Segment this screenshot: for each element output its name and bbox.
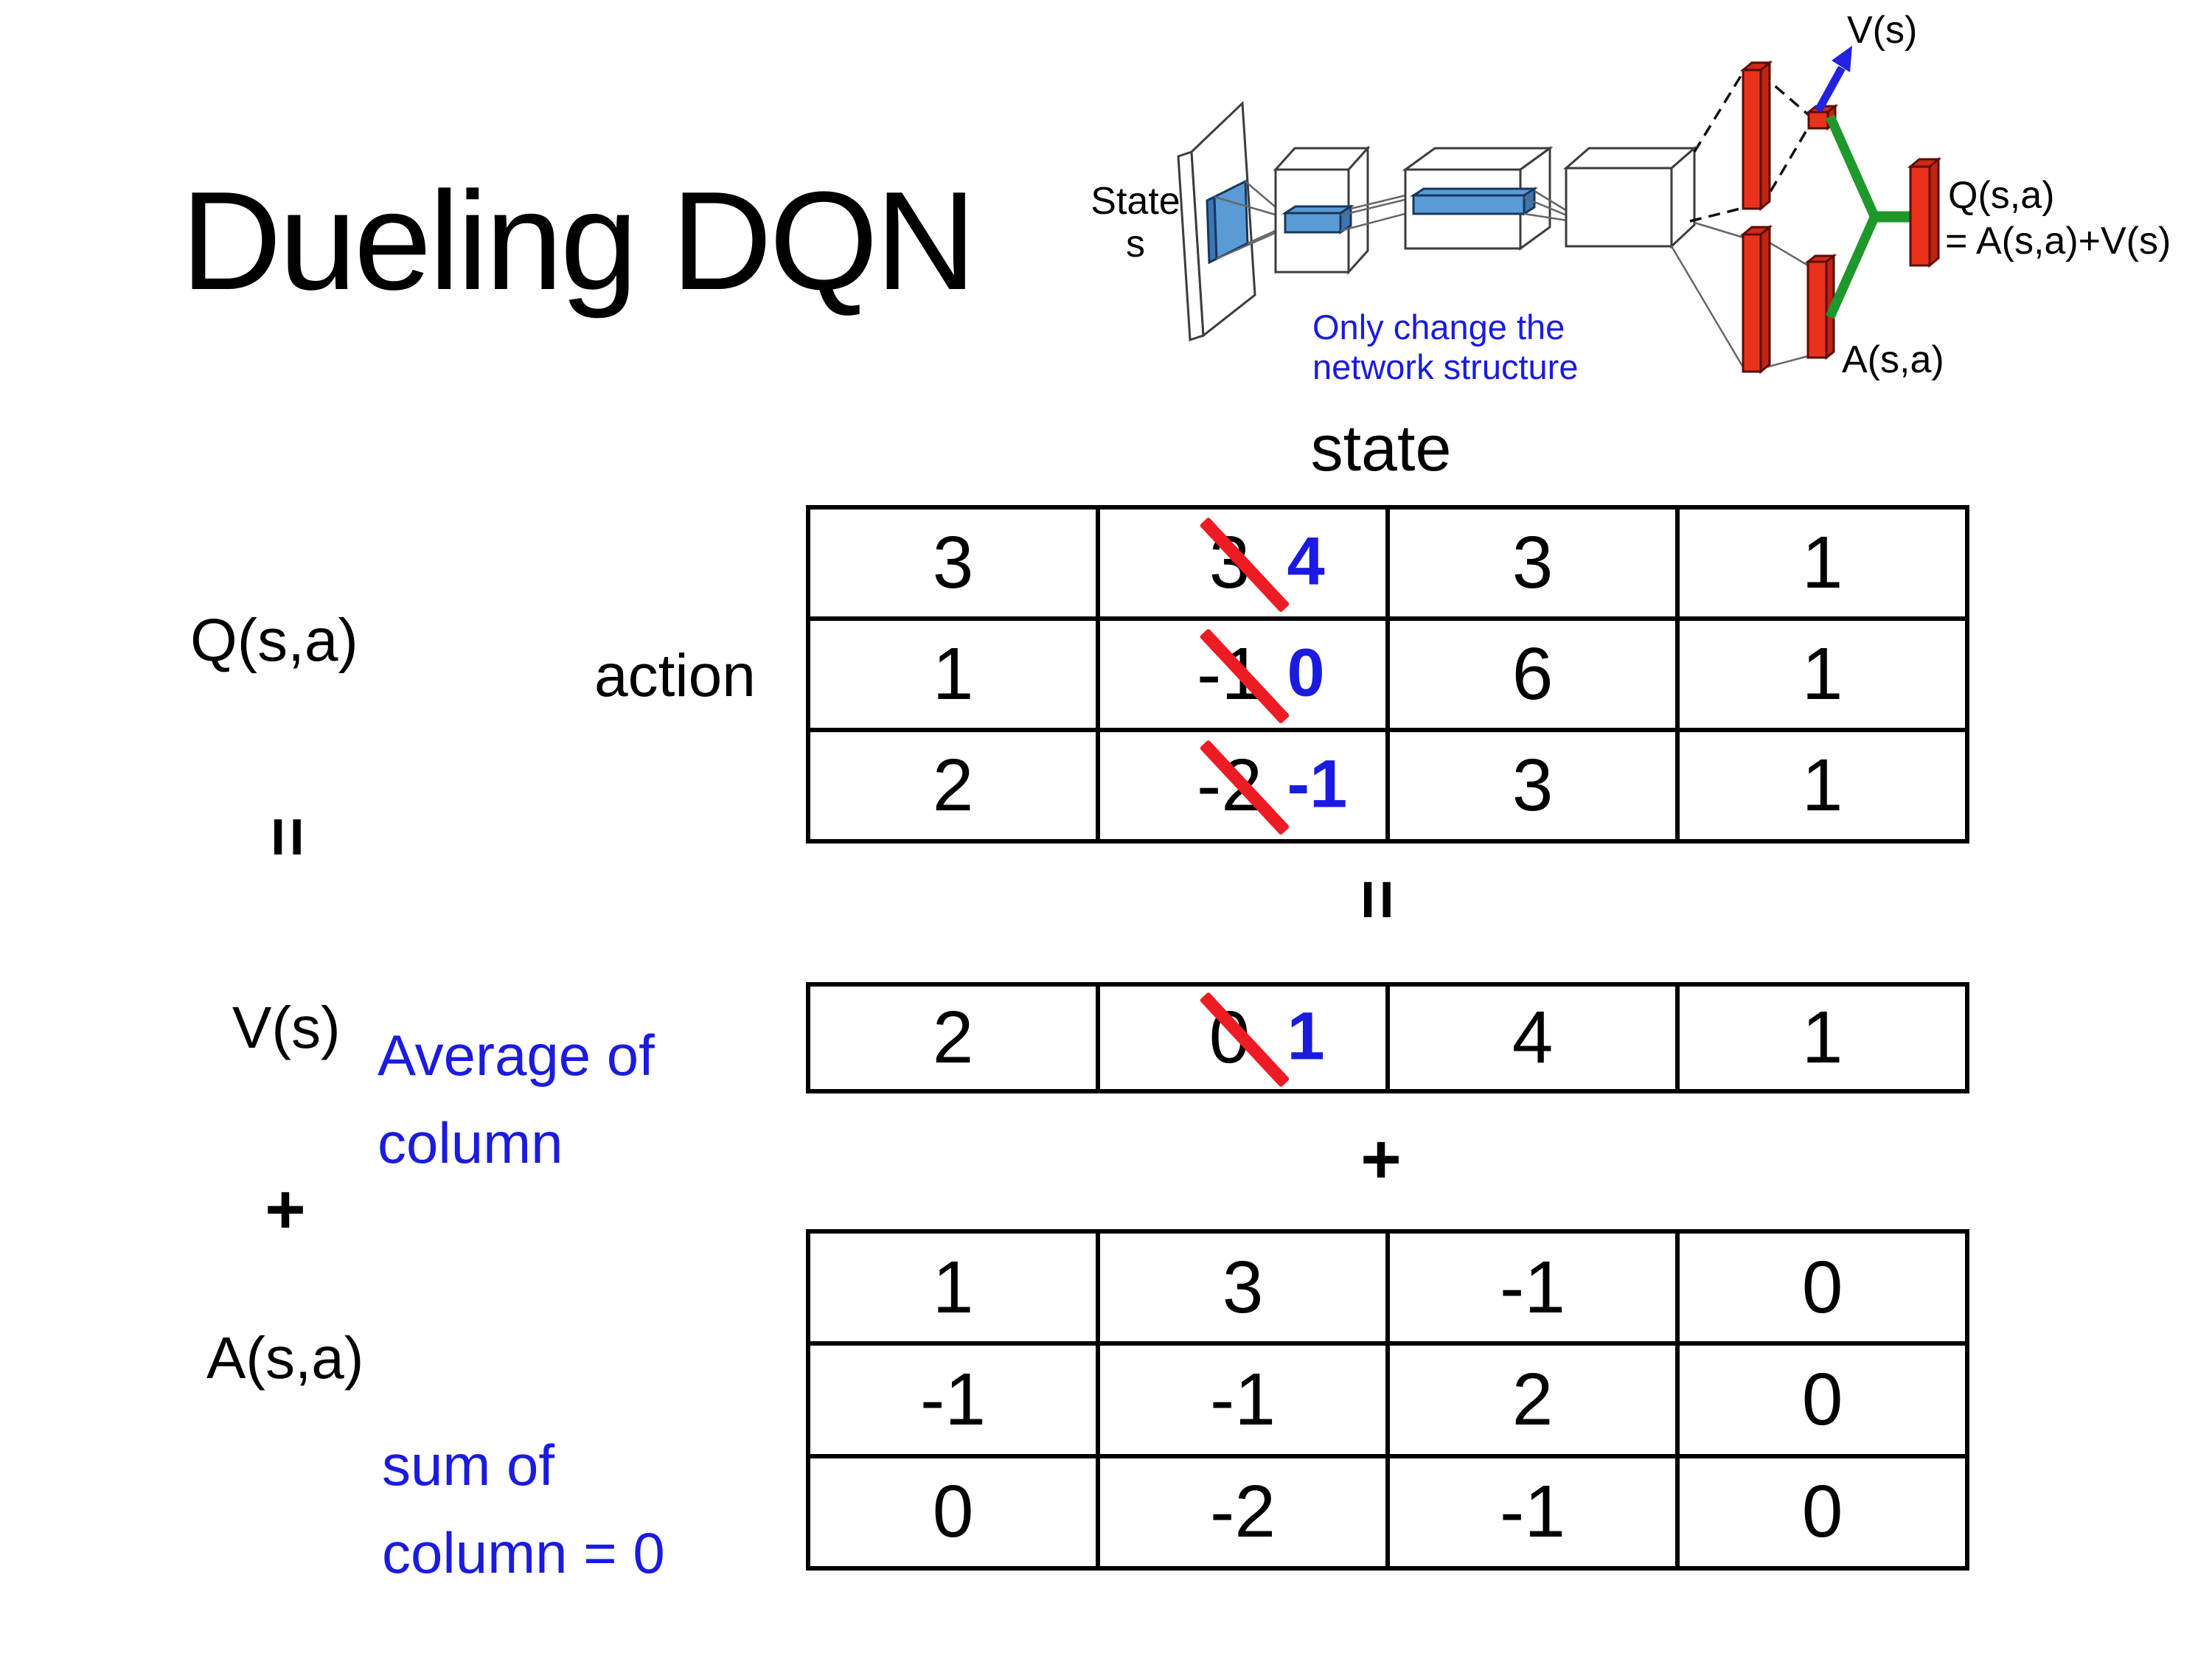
table-cell: 1 <box>1675 982 1969 1093</box>
table-cell: 6 <box>1385 616 1680 732</box>
advantage-fc-bar-side <box>1759 224 1771 375</box>
table-cell: 3 <box>1385 728 1680 844</box>
diagram-state-label: State <box>1091 180 1180 223</box>
table-cell: 1 <box>806 1228 1100 1346</box>
table-cell: 3 <box>1385 505 1680 621</box>
conv-box3 <box>1565 167 1673 248</box>
table-cell-corrected: -2-1 <box>1096 728 1390 844</box>
table-cell: -1 <box>1385 1228 1680 1346</box>
page-title: Dueling DQN <box>181 163 976 319</box>
table-cell: 3 <box>1096 1228 1390 1346</box>
table-cell: 1 <box>806 616 1100 732</box>
note-line: Average of <box>378 1023 655 1088</box>
table-cell: 0 <box>1675 1341 1969 1458</box>
table-cell: 2 <box>1385 1341 1680 1458</box>
merge-connector-lower <box>1826 212 1911 319</box>
note-line: column = 0 <box>382 1520 665 1585</box>
table-cell: -1 <box>1385 1453 1680 1571</box>
q-output-bar <box>1909 165 1931 267</box>
table-cell: -2 <box>1096 1453 1390 1571</box>
table-cell: -1 <box>1096 1341 1390 1458</box>
merge-connector-upper <box>1826 114 1911 221</box>
note-line: sum of <box>382 1433 555 1498</box>
diagram-q-label-line1: Q(s,a) <box>1948 174 2054 217</box>
new-value: -1 <box>1287 745 1348 821</box>
feature-bar2 <box>1412 194 1526 215</box>
table-cell-corrected: -1 0 <box>1096 616 1390 732</box>
plus-sign-left: + <box>265 1170 306 1249</box>
value-arrowhead <box>1832 46 1852 72</box>
value-arrow <box>1815 66 1846 113</box>
equals-sign-left: = <box>248 816 327 858</box>
table-cell: 0 <box>806 1453 1100 1571</box>
advantage-node <box>1806 260 1828 359</box>
advantage-fc-bar <box>1742 233 1762 373</box>
diagram-note-line2: network structure <box>1312 347 1578 386</box>
new-value: 0 <box>1287 634 1325 710</box>
equals-sign-middle: = <box>1338 879 1417 920</box>
table-cell: 0 <box>1675 1453 1969 1571</box>
table-cell: 2 <box>806 728 1100 844</box>
network-architecture-diagram: State s V(s) Q(s,a) = A(s,a)+V(s) A(s,a)… <box>1091 9 2171 386</box>
value-node <box>1807 111 1829 130</box>
q-matrix-label: Q(s,a) <box>190 607 358 674</box>
diagram-q-label-line2: = A(s,a)+V(s) <box>1945 220 2171 262</box>
feature-bar1 <box>1284 212 1342 234</box>
table-cell: -1 <box>806 1341 1100 1458</box>
action-axis-label: action <box>594 642 756 709</box>
state-axis-label: state <box>1310 411 1452 484</box>
table-cell: 1 <box>1675 728 1969 844</box>
q-output-bar-side <box>1928 156 1940 268</box>
table-cell: 4 <box>1385 982 1680 1093</box>
diagram-note-line1: Only change the <box>1312 307 1565 347</box>
corrected-value-wrap: -2-1 <box>1100 732 1385 839</box>
old-value: -1 <box>1197 633 1262 715</box>
diagram-state-s-label: s <box>1126 223 1145 265</box>
table-cell: 1 <box>1675 616 1969 732</box>
v-matrix-label: V(s) <box>232 995 341 1060</box>
diagram-vs-label: V(s) <box>1847 9 1917 52</box>
new-value: 1 <box>1287 998 1325 1074</box>
average-of-column-note: Average of column <box>378 1012 655 1186</box>
diagram-a-label: A(s,a) <box>1842 338 1944 381</box>
table-cell: 2 <box>806 982 1100 1093</box>
a-matrix-label: A(s,a) <box>206 1325 364 1391</box>
value-fc-bar-side <box>1759 60 1771 212</box>
old-value: 3 <box>1208 521 1251 604</box>
sum-of-column-note: sum of column = 0 <box>382 1422 665 1596</box>
note-line: column <box>378 1110 563 1175</box>
table-cell: 3 <box>806 505 1100 621</box>
new-value: 4 <box>1287 523 1325 599</box>
table-cell: 1 <box>1675 505 1969 621</box>
table-cell: 0 <box>1675 1228 1969 1346</box>
corrected-value-wrap: -1 0 <box>1100 621 1385 728</box>
old-value: 0 <box>1208 996 1251 1079</box>
plus-sign-middle: + <box>1360 1120 1402 1199</box>
value-fc-bar <box>1742 69 1762 210</box>
